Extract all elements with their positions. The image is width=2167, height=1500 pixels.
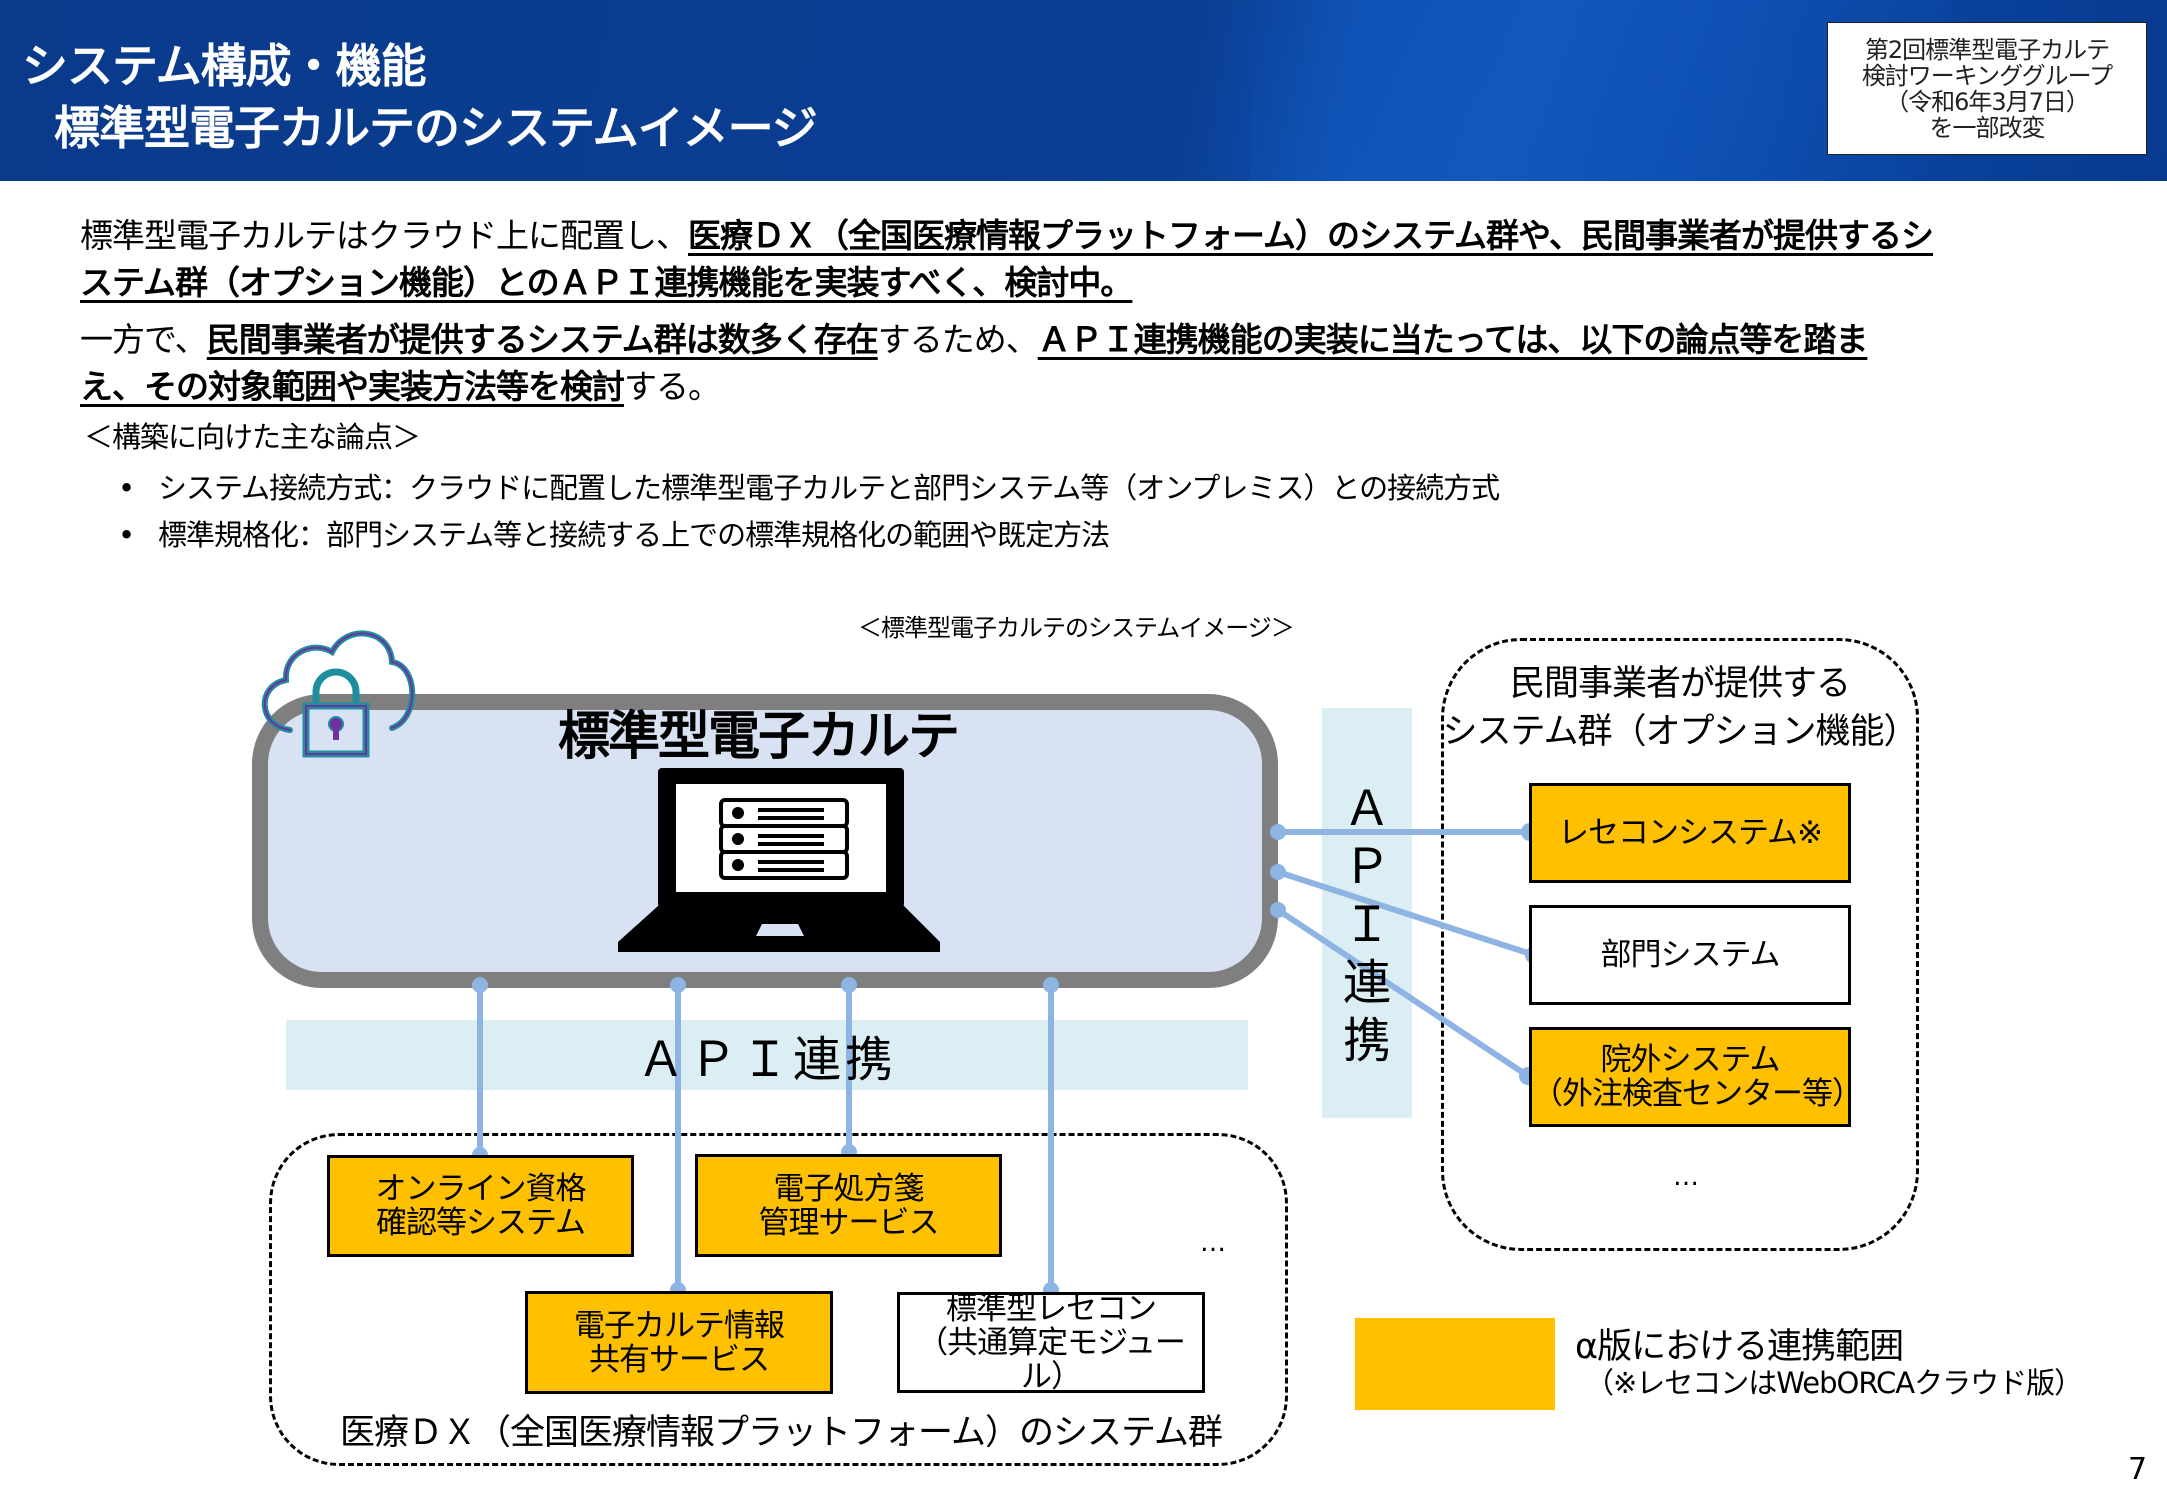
standard-ehr-title: 標準型電子カルテ [558,707,960,767]
group-title-line: システム群（オプション機能） [1442,712,1919,752]
system-label: 院外システム [1600,1042,1780,1078]
intro-emphasis: ＡＰＩ連携機能の実装に当たっては、以下の論点等を踏ま [1037,320,1869,359]
system-label: 確認等システム [375,1205,586,1241]
system-label: 管理サービス [758,1204,940,1241]
legend-title: α版における連携範囲 [1575,1327,1904,1367]
header-band [0,0,2167,181]
source-note-box: 第2回標準型電子カルテ 検討ワーキンググループ （令和6年3月7日） を一部改変 [1827,22,2147,155]
api-label-char: Ｉ [1342,897,1391,953]
system-box-e-prescription: 電子処方箋 管理サービス [695,1154,1002,1257]
intro-emphasis: え、その対象範囲や実装方法等を検討 [80,367,625,406]
cloud-lock-icon [261,630,416,758]
legend-note: （※レセコンはWebORCAクラウド版） [1585,1366,2083,1400]
system-label: レセコンシステム※ [1557,815,1823,851]
bullet-icon: • [118,518,135,552]
intro-paragraph-2-line-1: 一方で、民間事業者が提供するシステム群は数多く存在するため、ＡＰＩ連携機能の実装… [80,316,1869,364]
page-title-line2: 標準型電子カルテのシステムイメージ [54,101,818,155]
intro-paragraph-2-line-2: え、その対象範囲や実装方法等を検討する。 [80,363,721,411]
intro-emphasis: ステム群（オプション機能）とのＡＰＩ連携機能を実装すべく、検討中。 [80,263,1133,302]
system-label: （外注検査センター等） [1532,1076,1863,1112]
source-note-line: （令和6年3月7日） [1885,87,2090,116]
api-integration-band-horizontal [286,1020,1248,1090]
system-label: （共通算定モジュール） [917,1324,1186,1395]
api-label-char: Ｐ [1342,839,1391,895]
laptop-server-icon [618,768,940,952]
system-box-ehr-info-sharing: 電子カルテ情報 共有サービス [525,1291,833,1394]
group-title-line: 民間事業者が提供する [1509,664,1851,704]
system-box-online-qualification: オンライン資格 確認等システム [327,1155,634,1257]
api-label-char: Ａ [1342,781,1391,837]
system-box-standard-receipt: 標準型レセコン （共通算定モジュール） [897,1290,1205,1395]
system-box-receipt-computer: レセコンシステム※ [1529,783,1851,883]
intro-text: 標準型電子カルテはクラウド上に配置し、 [80,216,689,255]
page-number: 7 [2128,1452,2148,1487]
api-label-char: 連 [1342,955,1391,1011]
intro-text: する。 [624,367,721,406]
intro-paragraph-1-line-2: ステム群（オプション機能）とのＡＰＩ連携機能を実装すべく、検討中。 [80,259,1133,307]
system-label: 標準型レセコン [946,1290,1157,1327]
issue-text: システム接続方式：クラウドに配置した標準型電子カルテと部門システム等（オンプレミ… [158,471,1500,505]
api-integration-label-horizontal: ＡＰＩ連携 [636,1032,897,1088]
medical-dx-systems-group [269,1133,1288,1466]
issue-item: • システム接続方式：クラウドに配置した標準型電子カルテと部門システム等（オンプレ… [118,465,1500,507]
diagram-caption: ＜標準型電子カルテのシステムイメージ＞ [858,614,1295,642]
system-label: 部門システム [1600,937,1780,973]
system-label: オンライン資格 [375,1171,587,1207]
private-systems-group-title: 民間事業者が提供する システム群（オプション機能） [1441,660,1919,756]
source-note-line: を一部改変 [1929,113,2046,142]
system-label: 電子処方箋 [773,1170,925,1207]
source-note-line: 検討ワーキンググループ [1861,61,2113,90]
page-title-line1: システム構成・機能 [22,39,427,93]
intro-text: 一方で、 [80,320,208,359]
issue-item: • 標準規格化：部門システム等と接続する上での標準規格化の範囲や既定方法 [118,512,1110,554]
bullet-icon: • [118,471,135,505]
system-box-external: 院外システム （外注検査センター等） [1529,1027,1863,1127]
api-integration-label-vertical: Ａ Ｐ Ｉ 連 携 [1322,780,1412,1070]
more-dx-systems: … [1200,1228,1228,1258]
intro-emphasis: 民間事業者が提供するシステム群は数多く存在 [206,320,879,359]
intro-paragraph-1-line-1: 標準型電子カルテはクラウド上に配置し、医療ＤＸ（全国医療情報プラットフォーム）の… [80,212,1934,260]
more-private-systems: … [1673,1162,1701,1192]
issues-heading: ＜構築に向けた主な論点＞ [84,420,421,454]
source-note-line: 第2回標準型電子カルテ [1864,35,2110,64]
issue-text: 標準規格化：部門システム等と接続する上での標準規格化の範囲や既定方法 [158,518,1110,552]
system-label: 電子カルテ情報 [574,1307,785,1344]
legend-swatch-alpha-scope [1355,1318,1555,1410]
system-box-department: 部門システム [1529,905,1851,1005]
intro-text: するため、 [877,320,1039,359]
intro-emphasis: 医療ＤＸ（全国医療情報プラットフォーム）のシステム群や、民間事業者が提供するシ [688,216,1934,255]
system-label: 共有サービス [589,1341,770,1378]
api-label-char: 携 [1342,1013,1391,1069]
medical-dx-group-label: 医療ＤＸ（全国医療情報プラットフォーム）のシステム群 [340,1413,1223,1453]
